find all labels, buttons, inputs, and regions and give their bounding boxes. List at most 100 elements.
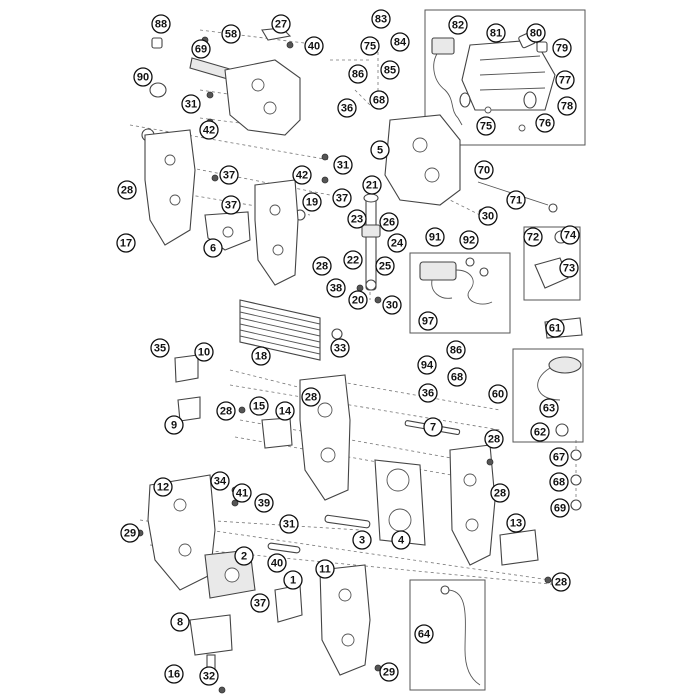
callout-36: 36 — [337, 98, 357, 118]
callout-10: 10 — [194, 342, 214, 362]
callout-circle — [275, 401, 295, 421]
callout-circle — [549, 447, 569, 467]
callout-circle — [117, 180, 137, 200]
callout-37: 37 — [332, 188, 352, 208]
callout-label: 27 — [275, 19, 287, 31]
callout-label: 6 — [210, 243, 216, 255]
callout-35: 35 — [150, 338, 170, 358]
callout-37: 37 — [221, 195, 241, 215]
callout-31: 31 — [279, 514, 299, 534]
callout-label: 69 — [195, 44, 207, 56]
callout-77: 77 — [555, 70, 575, 90]
callout-91: 91 — [425, 227, 445, 247]
callout-label: 85 — [384, 65, 396, 77]
callout-circle — [446, 340, 466, 360]
callout-label: 41 — [236, 488, 248, 500]
callout-80: 80 — [526, 23, 546, 43]
callout-circle — [448, 15, 468, 35]
callout-31: 31 — [333, 155, 353, 175]
callout-circle — [312, 256, 332, 276]
callout-label: 14 — [279, 406, 292, 418]
callout-68: 68 — [549, 472, 569, 492]
callout-circle — [181, 94, 201, 114]
callout-circle — [326, 278, 346, 298]
assembly-boxes — [409, 9, 586, 691]
callout-60: 60 — [488, 384, 508, 404]
callout-76: 76 — [535, 113, 555, 133]
callout-circle — [292, 165, 312, 185]
callout-circle — [210, 471, 230, 491]
callout-92: 92 — [459, 230, 479, 250]
callout-82: 82 — [448, 15, 468, 35]
callout-label: 39 — [258, 498, 270, 510]
callout-label: 22 — [347, 255, 359, 267]
callout-69: 69 — [191, 39, 211, 59]
callout-label: 18 — [255, 351, 267, 363]
callout-86: 86 — [446, 340, 466, 360]
callout-label: 92 — [463, 235, 475, 247]
callout-label: 15 — [253, 401, 265, 413]
callout-label: 79 — [556, 43, 568, 55]
callout-circle — [484, 429, 504, 449]
callout-circle — [530, 422, 550, 442]
module-assembly-drawing — [419, 257, 493, 305]
callout-circle — [557, 96, 577, 116]
callout-69: 69 — [550, 498, 570, 518]
callout-label: 72 — [527, 232, 539, 244]
callout-circle — [414, 624, 434, 644]
callout-circle — [369, 90, 389, 110]
callout-label: 42 — [296, 170, 308, 182]
callout-label: 82 — [452, 20, 464, 32]
callout-circle — [379, 662, 399, 682]
callout-label: 36 — [422, 388, 434, 400]
callout-label: 68 — [451, 372, 463, 384]
callout-6: 6 — [203, 238, 223, 258]
callout-circle — [486, 23, 506, 43]
callout-62: 62 — [530, 422, 550, 442]
callout-circle — [203, 238, 223, 258]
callout-25: 25 — [375, 256, 395, 276]
callout-17: 17 — [116, 233, 136, 253]
callout-label: 69 — [554, 503, 566, 515]
callout-20: 20 — [348, 290, 368, 310]
callout-label: 37 — [336, 193, 348, 205]
callout-26: 26 — [379, 212, 399, 232]
callout-label: 12 — [157, 482, 169, 494]
callout-68: 68 — [447, 367, 467, 387]
callout-circle — [343, 250, 363, 270]
callout-label: 17 — [120, 238, 132, 250]
callout-circle — [251, 346, 271, 366]
radiator-drawing — [239, 299, 343, 361]
callout-30: 30 — [382, 295, 402, 315]
callout-circle — [352, 530, 372, 550]
callout-74: 74 — [560, 225, 580, 245]
callout-circle — [120, 523, 140, 543]
callout-circle — [315, 559, 335, 579]
callout-72: 72 — [523, 227, 543, 247]
callout-42: 42 — [199, 120, 219, 140]
callout-circle — [551, 572, 571, 592]
callout-label: 42 — [203, 125, 215, 137]
callout-5: 5 — [370, 140, 390, 160]
callout-32: 32 — [199, 666, 219, 686]
callout-label: 16 — [168, 669, 180, 681]
callout-63: 63 — [539, 398, 559, 418]
callout-circle — [506, 513, 526, 533]
callout-circle — [271, 14, 291, 34]
callout-85: 85 — [380, 60, 400, 80]
battery-assembly-drawing — [431, 31, 556, 132]
callout-circle — [490, 483, 510, 503]
callout-circle — [506, 190, 526, 210]
callout-circle — [526, 23, 546, 43]
callout-label: 1 — [290, 575, 296, 587]
assembly-box-cable — [409, 579, 486, 691]
callout-label: 70 — [478, 165, 490, 177]
callout-circle — [375, 256, 395, 276]
callout-label: 40 — [271, 558, 283, 570]
callout-label: 28 — [494, 488, 506, 500]
callout-circle — [382, 295, 402, 315]
callout-circle — [488, 384, 508, 404]
callout-81: 81 — [486, 23, 506, 43]
callout-28: 28 — [301, 387, 321, 407]
